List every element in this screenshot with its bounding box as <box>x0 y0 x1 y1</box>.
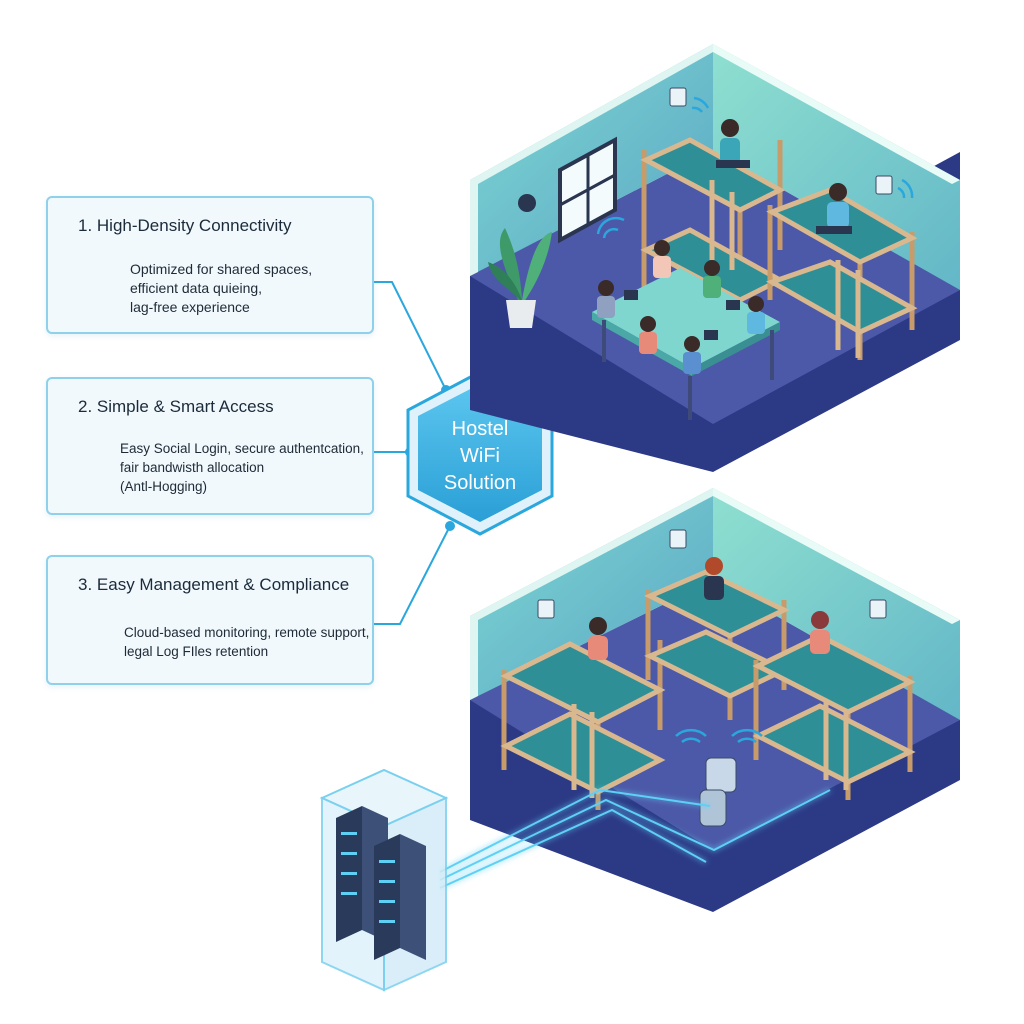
bottom-room-wall-right <box>713 488 960 720</box>
wall-router <box>669 529 687 549</box>
bunk-bed <box>752 633 916 800</box>
central-router <box>699 757 737 827</box>
server-rack <box>336 806 426 960</box>
feature-card-line: Optimized for shared spaces, <box>130 261 313 277</box>
feature-card-line: efficient data quieing, <box>130 280 263 296</box>
person-on-bed <box>816 183 852 234</box>
feature-card-line: fair bandwisth allocation <box>120 460 265 475</box>
feature-card-description: Easy Social Login, secure authentcation,… <box>120 439 364 496</box>
person-on-bed <box>810 611 830 654</box>
wall-clock <box>518 194 536 212</box>
server-enclosure <box>319 768 449 992</box>
feature-card-line: lag-free experience <box>130 299 250 315</box>
wall-router <box>537 599 555 619</box>
connector-line-1 <box>374 281 447 391</box>
hub-title-line: Hostel <box>451 418 509 440</box>
wall-router <box>669 87 687 107</box>
top-room-illustration <box>470 44 960 472</box>
feature-card-3: 3. Easy Management & Compliance Cloud-ba… <box>46 555 374 685</box>
wall-router <box>869 599 887 619</box>
feature-card-line: (Antl-Hogging) <box>120 479 208 494</box>
wifi-signal-icon <box>596 96 914 239</box>
feature-card-title: 2. Simple & Smart Access <box>78 397 274 416</box>
network-cables <box>439 788 831 889</box>
bunk-bed <box>644 569 790 720</box>
person-on-bed <box>704 557 724 600</box>
hub-title: Hostel WiFi Solution <box>400 416 560 497</box>
feature-card-line: Easy Social Login, secure authentcation, <box>120 441 364 456</box>
connector-line-3 <box>374 525 451 625</box>
feature-card-line: Cloud-based monitoring, remote support, <box>124 625 370 640</box>
bunk-bed <box>500 640 666 810</box>
feature-card-2: 2. Simple & Smart Access Easy Social Log… <box>46 377 374 515</box>
students-at-table <box>597 240 765 374</box>
feature-card-line: legal Log FIles retention <box>124 644 269 659</box>
feature-card-title: 3. Easy Management & Compliance <box>78 575 350 594</box>
connector-dot-3 <box>445 521 455 531</box>
person-on-bed <box>588 617 608 660</box>
bottom-room-illustration <box>439 488 960 912</box>
potted-plant <box>488 228 552 328</box>
feature-card-description: Cloud-based monitoring, remote support, … <box>124 623 369 661</box>
feature-card-description: Optimized for shared spaces, efficient d… <box>130 260 312 317</box>
wifi-signal-icon <box>675 728 763 744</box>
feature-card-1: 1. High-Density Connectivity Optimized f… <box>46 196 374 334</box>
window <box>558 136 617 244</box>
hub-title-line: Solution <box>443 472 517 494</box>
hub-title-line: WiFi <box>460 445 500 467</box>
bottom-room-wall-left <box>470 488 713 700</box>
wall-router <box>875 175 893 195</box>
person-on-bed <box>716 119 750 168</box>
feature-card-title: 1. High-Density Connectivity <box>78 216 292 235</box>
